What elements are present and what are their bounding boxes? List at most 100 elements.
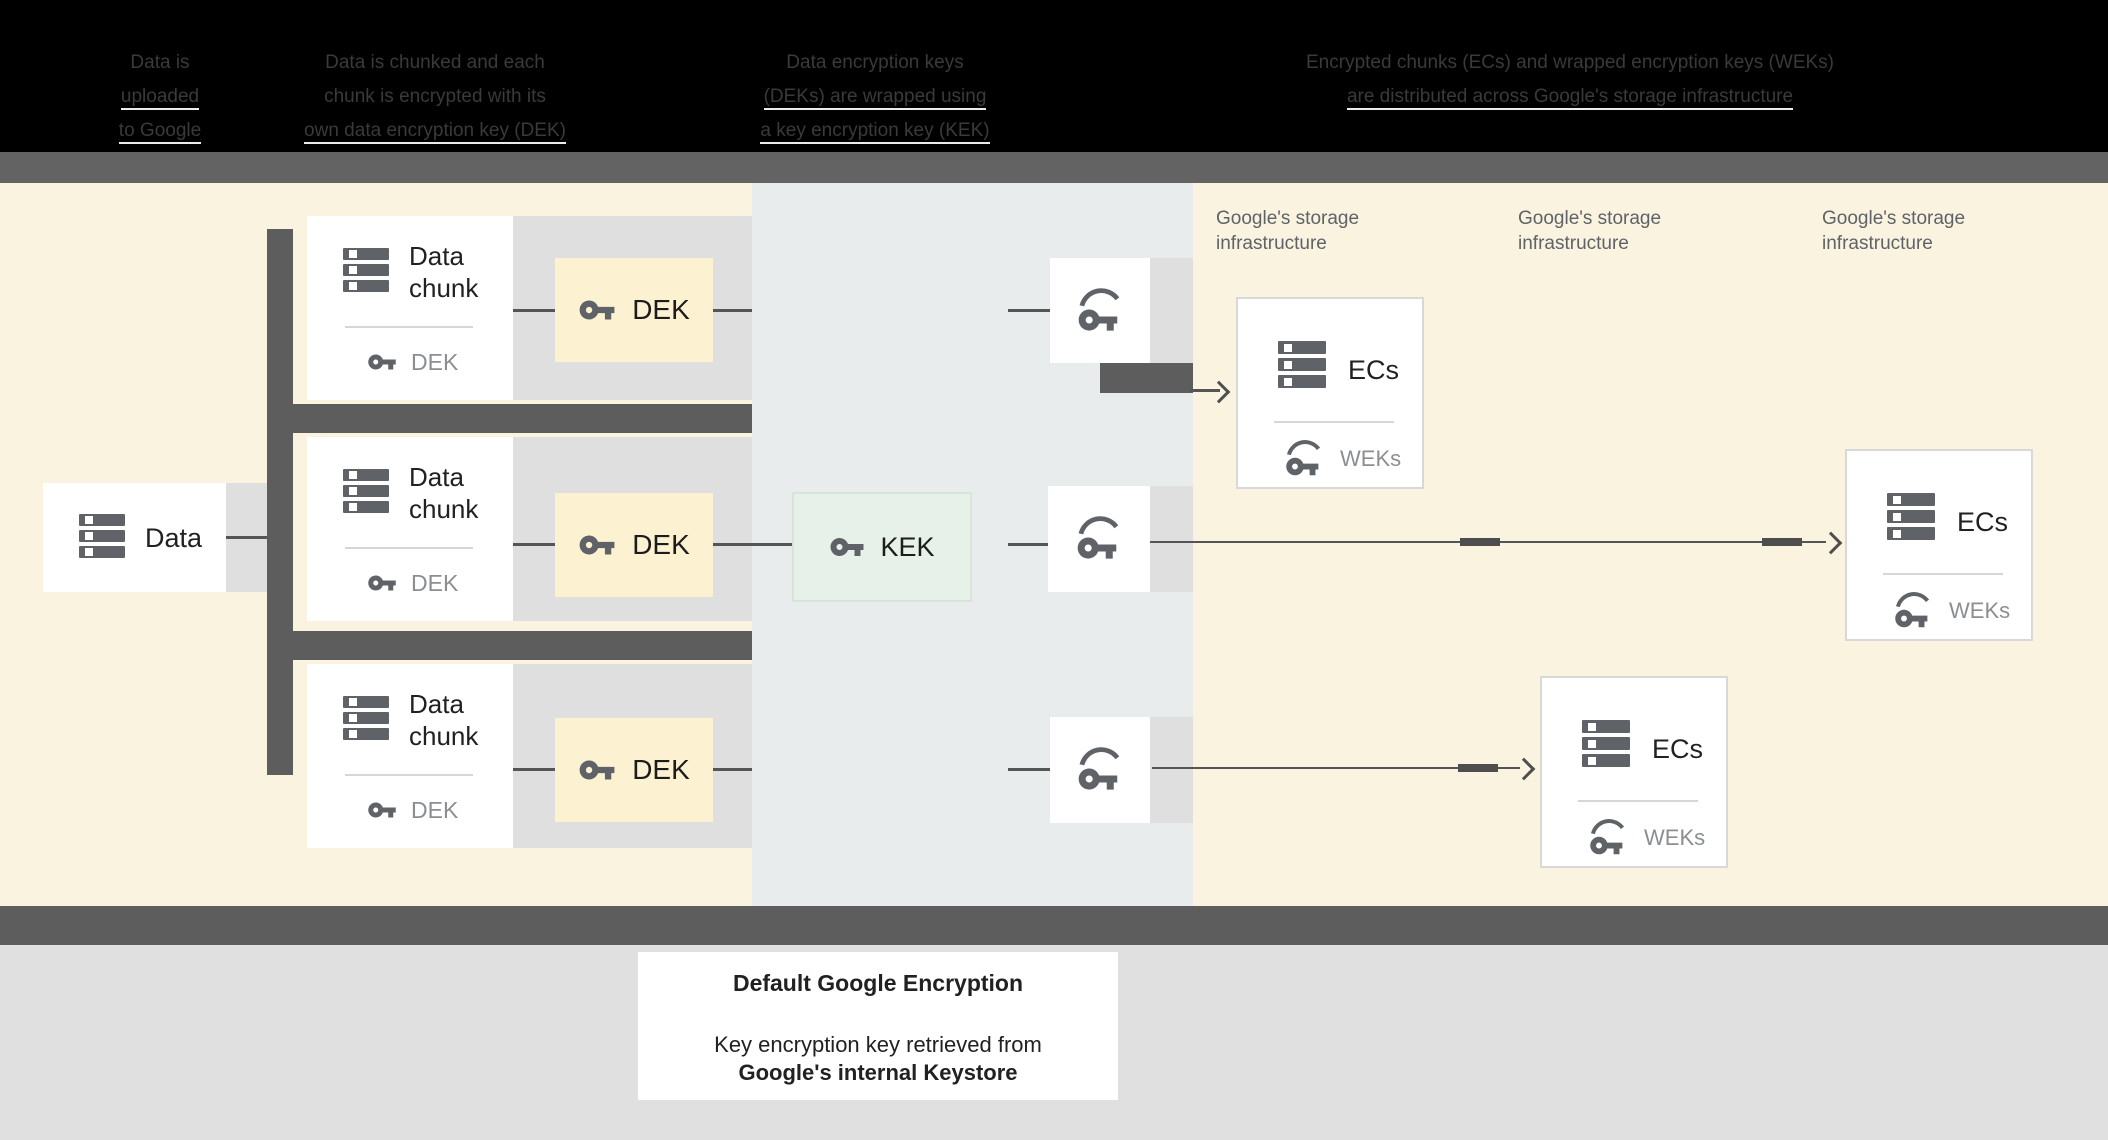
header-link[interactable]: are distributed across Google's storage … xyxy=(1346,86,1794,110)
chunk-divider xyxy=(345,547,473,549)
chunk-divider xyxy=(345,326,473,328)
header-column-wrapping: Data encryption keys (DEKs) are wrapped … xyxy=(720,46,1030,148)
ecs-stack-icon xyxy=(1582,720,1630,771)
wrapped-key-box xyxy=(1050,717,1150,823)
ecs-box: ECs WEKs xyxy=(1845,449,2033,641)
data-chunk-box: Data chunk DEK xyxy=(307,664,513,848)
header-line: Data encryption keys xyxy=(786,52,964,73)
chunk-dek-row: DEK xyxy=(367,346,458,378)
chunk-dek-label: DEK xyxy=(411,349,459,375)
wrapped-key-icon xyxy=(1590,819,1625,855)
header-column-upload: Data is uploaded to Google xyxy=(60,46,260,148)
flow-arrow-dash xyxy=(1762,538,1802,546)
data-label: Data xyxy=(145,523,203,553)
chunk-dek-label: DEK xyxy=(411,570,459,596)
wrapped-key-icon xyxy=(1077,516,1119,559)
chunk-divider xyxy=(345,774,473,776)
header-link[interactable]: uploaded xyxy=(120,86,200,110)
connector-line xyxy=(1008,768,1050,771)
kek-label: KEK xyxy=(880,531,935,562)
wrapped-key-box xyxy=(1048,486,1150,592)
wrapped-key-panel xyxy=(1150,486,1193,592)
header-line: chunk is encrypted with its xyxy=(324,86,546,107)
connector-line xyxy=(713,768,752,771)
header-line: to Google xyxy=(60,114,260,148)
data-chunk-box: Data chunk DEK xyxy=(307,437,513,621)
connector-line xyxy=(513,309,555,312)
chunk-split-bar xyxy=(267,631,752,660)
data-chunk-label: Data chunk xyxy=(409,462,479,524)
wrapped-key-icon xyxy=(1078,287,1120,331)
key-icon xyxy=(579,760,615,780)
ecs-stack-icon xyxy=(1887,493,1935,544)
data-chunk-label: Data chunk xyxy=(409,241,479,303)
data-chunk-box: Data chunk DEK xyxy=(307,216,513,400)
header-line: Data is chunked and each xyxy=(325,52,545,73)
data-chunk-icon xyxy=(343,248,389,296)
ecs-label: ECs xyxy=(1957,507,2009,537)
dek-box: DEK xyxy=(555,493,713,597)
storage-infrastructure-label: Google's storage infrastructure xyxy=(1518,208,1662,254)
ecs-divider xyxy=(1883,573,2003,575)
key-icon xyxy=(830,538,864,556)
caption-line: Key encryption key retrieved from xyxy=(714,1032,1042,1057)
connector-line xyxy=(226,536,267,539)
storage-infrastructure-label: Google's storage infrastructure xyxy=(1216,208,1360,254)
data-box: Data xyxy=(43,483,226,592)
data-chunk-label: Data chunk xyxy=(409,689,479,751)
header-link[interactable]: to Google xyxy=(118,120,202,144)
header-column-distribution: Encrypted chunks (ECs) and wrapped encry… xyxy=(1300,46,1840,114)
storage-infrastructure-label: Google's storage infrastructure xyxy=(1822,208,1966,254)
kek-box: KEK xyxy=(792,492,972,602)
header-line: Encrypted chunks (ECs) and wrapped encry… xyxy=(1306,52,1834,73)
data-chunk-icon xyxy=(343,469,389,517)
caption-title: Default Google Encryption xyxy=(732,970,1024,996)
flow-arrow-dash xyxy=(1458,764,1498,772)
ecs-label: ECs xyxy=(1652,734,1704,764)
wrapped-key-panel xyxy=(1150,258,1193,363)
header-band xyxy=(0,0,2108,152)
connector-line xyxy=(713,543,792,546)
dek-label: DEK xyxy=(632,754,690,785)
ecs-weks-row: WEKs xyxy=(1586,818,1705,858)
header-column-chunking: Data is chunked and each chunk is encryp… xyxy=(295,46,575,148)
connector-line xyxy=(1008,309,1050,312)
header-line: (DEKs) are wrapped using xyxy=(720,80,1030,114)
ecs-weks-row: WEKs xyxy=(1891,591,2010,631)
ecs-weks-row: WEKs xyxy=(1282,439,1401,479)
header-link[interactable]: (DEKs) are wrapped using xyxy=(763,86,987,110)
header-line: are distributed across Google's storage … xyxy=(1300,80,1840,114)
key-icon xyxy=(368,354,396,370)
key-icon xyxy=(368,802,396,818)
dek-box: DEK xyxy=(555,258,713,362)
caption-line: Google's internal Keystore xyxy=(738,1060,1018,1085)
ecs-box: ECs WEKs xyxy=(1540,676,1728,868)
connector-line xyxy=(713,309,752,312)
ecs-label: ECs xyxy=(1348,355,1400,385)
header-line: a key encryption key (KEK) xyxy=(720,114,1030,148)
header-line: Data is xyxy=(130,52,190,73)
caption-box: Default Google Encryption Key encryption… xyxy=(638,952,1118,1100)
header-line: uploaded xyxy=(60,80,260,114)
data-stack-icon xyxy=(79,514,125,562)
header-line: own data encryption key (DEK) xyxy=(295,114,575,148)
ecs-divider xyxy=(1578,800,1698,802)
header-link[interactable]: a key encryption key (KEK) xyxy=(760,120,990,144)
dek-box: DEK xyxy=(555,718,713,822)
connector-line xyxy=(1008,543,1048,546)
wrapped-key-icon xyxy=(1895,592,1930,628)
chunk-dek-row: DEK xyxy=(367,567,458,599)
wrapped-key-panel xyxy=(1150,717,1193,823)
bottom-divider-bar xyxy=(0,906,2108,945)
weks-label: WEKs xyxy=(1340,446,1402,471)
chunk-split-bar xyxy=(267,404,752,433)
chunk-split-vertical-bar xyxy=(267,229,293,775)
weks-label: WEKs xyxy=(1949,598,2011,623)
header-link[interactable]: own data encryption key (DEK) xyxy=(304,120,566,144)
top-divider-bar xyxy=(0,152,2108,183)
weks-label: WEKs xyxy=(1644,825,1706,850)
flow-arrow-line xyxy=(1152,767,1520,769)
flow-arrow-dash xyxy=(1460,538,1500,546)
connector-line xyxy=(513,543,555,546)
